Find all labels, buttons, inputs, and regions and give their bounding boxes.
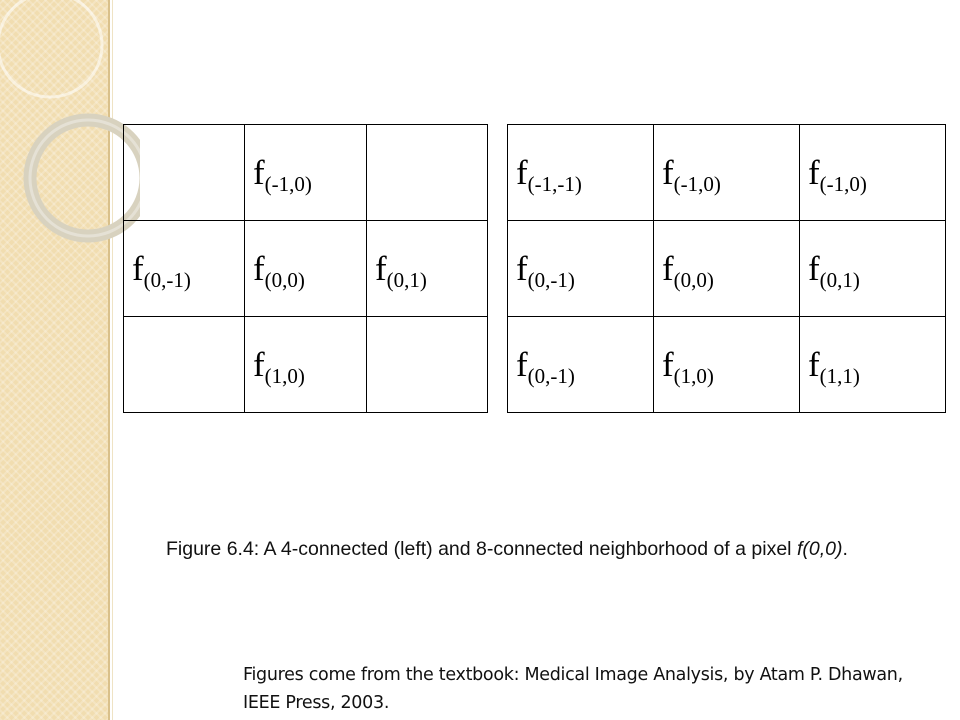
pixel-function-symbol: f xyxy=(253,249,265,288)
decorative-ring-upper xyxy=(0,0,104,99)
grid-cell: f(0,-1) xyxy=(507,220,654,317)
grid-cell: f(1,0) xyxy=(653,316,800,413)
side-band-border-highlight xyxy=(112,0,113,720)
pixel-function-symbol: f xyxy=(132,249,144,288)
pixel-label: f(0,-1) xyxy=(124,249,191,291)
pixel-offset-subscript: (1,1) xyxy=(819,364,860,388)
four-connected-grid-body: f(-1,0)f(0,-1)f(0,0)f(0,1)f(1,0) xyxy=(123,124,488,413)
pixel-function-symbol: f xyxy=(808,249,820,288)
grid-cell: f(0,1) xyxy=(366,220,488,317)
eight-connected-grid-body: f(-1,-1)f(-1,0)f(-1,0)f(0,-1)f(0,0)f(0,1… xyxy=(507,124,946,413)
pixel-function-symbol: f xyxy=(516,249,528,288)
pixel-label: f(1,1) xyxy=(800,345,860,387)
pixel-offset-subscript: (0,-1) xyxy=(143,268,191,292)
pixel-offset-subscript: (-1,0) xyxy=(264,172,312,196)
pixel-label xyxy=(124,345,132,384)
grid-row: f(0,-1)f(1,0)f(1,1) xyxy=(507,316,946,413)
grid-cell: f(-1,0) xyxy=(244,124,367,221)
grid-row: f(-1,-1)f(-1,0)f(-1,0) xyxy=(507,124,946,221)
pixel-function-symbol: f xyxy=(253,153,265,192)
pixel-label: f(-1,-1) xyxy=(508,153,582,195)
pixel-function-symbol: f xyxy=(662,153,674,192)
source-note: Figures come from the textbook: Medical … xyxy=(243,665,903,713)
pixel-function-symbol: f xyxy=(662,345,674,384)
pixel-label: f(1,0) xyxy=(245,345,305,387)
figure-caption: Figure 6.4: A 4-connected (left) and 8-c… xyxy=(166,535,896,563)
pixel-function-symbol: f xyxy=(516,153,528,192)
caption-text: Figure 6.4: A 4-connected (left) and 8-c… xyxy=(166,538,797,560)
pixel-label: f(0,0) xyxy=(245,249,305,291)
pixel-label xyxy=(367,153,375,192)
grid-cell: f(-1,0) xyxy=(653,124,800,221)
grid-row: f(1,0) xyxy=(123,316,488,413)
pixel-offset-subscript: (0,-1) xyxy=(527,268,575,292)
pixel-function-symbol: f xyxy=(516,345,528,384)
grid-cell: f(-1,0) xyxy=(799,124,946,221)
eight-connected-grid: f(-1,-1)f(-1,0)f(-1,0)f(0,-1)f(0,0)f(0,1… xyxy=(507,124,946,413)
pixel-label: f(0,-1) xyxy=(508,345,575,387)
grid-cell: f(-1,-1) xyxy=(507,124,654,221)
pixel-label xyxy=(124,153,132,192)
pixel-label xyxy=(367,345,375,384)
pixel-offset-subscript: (-1,-1) xyxy=(527,172,582,196)
grid-cell xyxy=(366,124,488,221)
grid-cell: f(0,1) xyxy=(799,220,946,317)
grid-cell: f(0,-1) xyxy=(507,316,654,413)
pixel-label: f(0,1) xyxy=(367,249,427,291)
grid-row: f(-1,0) xyxy=(123,124,488,221)
pixel-label: f(-1,0) xyxy=(245,153,312,195)
pixel-function-symbol: f xyxy=(253,345,265,384)
pixel-function-symbol: f xyxy=(375,249,387,288)
pixel-offset-subscript: (1,0) xyxy=(264,364,305,388)
grid-row: f(0,-1)f(0,0)f(0,1) xyxy=(507,220,946,317)
pixel-label: f(0,1) xyxy=(800,249,860,291)
grid-cell xyxy=(366,316,488,413)
pixel-offset-subscript: (-1,0) xyxy=(673,172,721,196)
pixel-label: f(-1,0) xyxy=(800,153,867,195)
pixel-offset-subscript: (0,-1) xyxy=(527,364,575,388)
grid-cell: f(0,-1) xyxy=(123,220,245,317)
four-connected-grid: f(-1,0)f(0,-1)f(0,0)f(0,1)f(1,0) xyxy=(123,124,488,413)
grid-cell: f(1,0) xyxy=(244,316,367,413)
pixel-function-symbol: f xyxy=(808,345,820,384)
pixel-offset-subscript: (0,1) xyxy=(386,268,427,292)
grid-cell: f(0,0) xyxy=(653,220,800,317)
pixel-function-symbol: f xyxy=(808,153,820,192)
decorative-ring-lower-highlight xyxy=(28,118,140,238)
pixel-function-symbol: f xyxy=(662,249,674,288)
pixel-label: f(0,-1) xyxy=(508,249,575,291)
decorative-rings xyxy=(0,0,140,243)
pixel-offset-subscript: (-1,0) xyxy=(819,172,867,196)
grid-cell xyxy=(123,124,245,221)
grid-cell: f(1,1) xyxy=(799,316,946,413)
side-band-border xyxy=(108,0,110,720)
caption-pixel-notation: f(0,0) xyxy=(796,538,843,560)
caption-end: . xyxy=(842,538,848,560)
pixel-label: f(-1,0) xyxy=(654,153,721,195)
decorative-ring-lower xyxy=(23,113,140,243)
grid-cell xyxy=(123,316,245,413)
pixel-label: f(1,0) xyxy=(654,345,714,387)
pixel-offset-subscript: (1,0) xyxy=(673,364,714,388)
pixel-offset-subscript: (0,0) xyxy=(673,268,714,292)
pixel-label: f(0,0) xyxy=(654,249,714,291)
pixel-offset-subscript: (0,0) xyxy=(264,268,305,292)
pixel-offset-subscript: (0,1) xyxy=(819,268,860,292)
grid-row: f(0,-1)f(0,0)f(0,1) xyxy=(123,220,488,317)
grid-cell: f(0,0) xyxy=(244,220,367,317)
